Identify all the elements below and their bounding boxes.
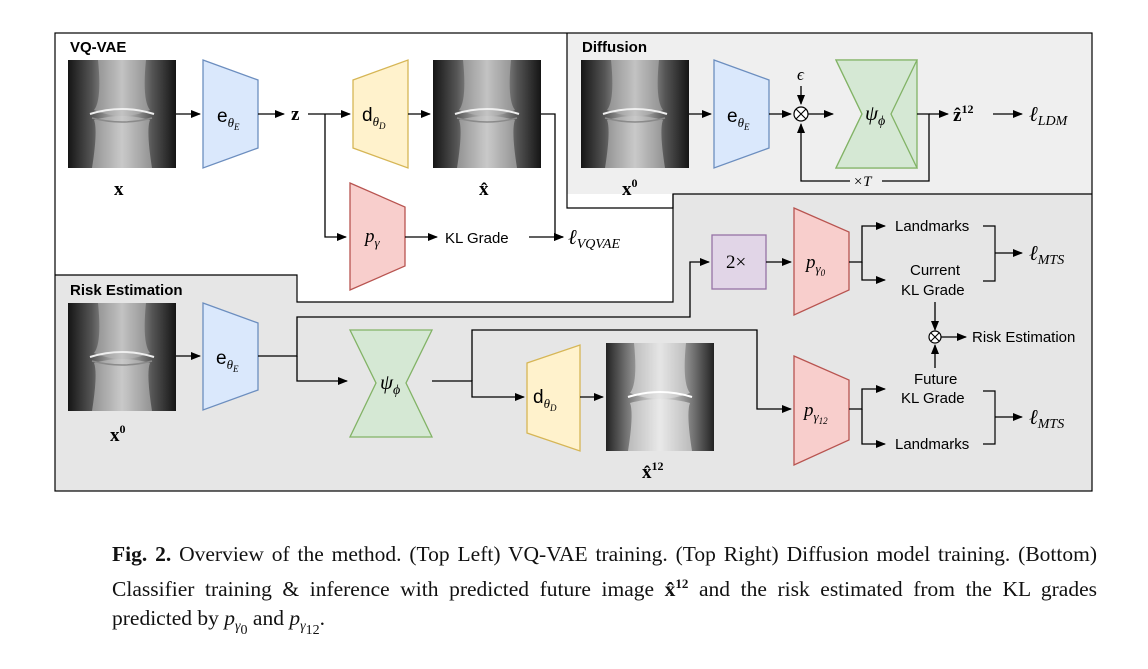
method-overview-diagram: VQ-VAE Diffusion Risk Estimation x eθE z… xyxy=(54,32,1093,492)
svg-text:pγ0: pγ0 xyxy=(804,252,826,278)
upsample-2x-block xyxy=(711,234,767,290)
classifier-p-gamma0 xyxy=(793,207,850,317)
svg-text:eθE: eθE xyxy=(217,106,240,132)
svg-text:ψϕ: ψϕ xyxy=(865,101,885,129)
current-kl-line1: Current xyxy=(910,262,961,279)
times-T-label: ×T xyxy=(853,174,873,190)
encoder-risk xyxy=(202,302,259,411)
var-x0-diffusion: x0 xyxy=(622,176,638,200)
outer-frame xyxy=(54,32,1093,492)
input-xray-x xyxy=(68,60,176,168)
caption-xhat: x̂ xyxy=(664,577,676,602)
loss-vqvae: ℓVQVAE xyxy=(568,225,620,252)
predicted-future-xray xyxy=(606,343,714,451)
input-xray-x0-diffusion xyxy=(581,60,689,168)
future-kl-line2: KL Grade xyxy=(901,390,965,407)
input-xray-x0-risk xyxy=(68,303,176,411)
svg-text:dθD: dθD xyxy=(362,105,386,131)
svg-text:ψϕ: ψϕ xyxy=(380,370,400,398)
encoder-vqvae xyxy=(202,59,259,169)
decoder-vqvae xyxy=(352,59,409,169)
var-x0-risk: x0 xyxy=(110,422,126,446)
decoder-label: d xyxy=(362,105,373,126)
var-z-hat-12: ẑ12 xyxy=(953,102,973,126)
loss-mts-top: ℓMTS xyxy=(1029,241,1064,268)
diagram-canvas: VQ-VAE Diffusion Risk Estimation x eθE z… xyxy=(54,32,1093,492)
caption-text-1: Overview of the method. (Top Left) VQ-VA… xyxy=(112,542,1098,602)
encoder-diffusion xyxy=(713,59,770,169)
landmarks-bottom-label: Landmarks xyxy=(895,436,969,453)
var-x-hat-12: x̂12 xyxy=(642,459,664,483)
denoiser-psi-risk xyxy=(348,329,434,438)
svg-text:eθE: eθE xyxy=(727,106,750,132)
risk-panel-border xyxy=(55,194,674,303)
svg-text:dθD: dθD xyxy=(533,387,557,413)
svg-text:pγ12: pγ12 xyxy=(802,400,828,426)
kl-grade-label: KL Grade xyxy=(445,230,509,247)
vqvae-panel-title: VQ-VAE xyxy=(70,39,126,56)
var-z: z xyxy=(291,104,300,125)
loss-mts-bottom: ℓMTS xyxy=(1029,405,1064,432)
risk-panel-title: Risk Estimation xyxy=(70,282,183,299)
svg-text:pγ: pγ xyxy=(363,226,381,250)
prior-p-gamma xyxy=(349,182,406,291)
caption-xhat-sup: 12 xyxy=(675,576,689,591)
caption-text-2: and the risk estimated from the KL grade… xyxy=(112,577,1097,631)
figure-caption: Fig. 2. Overview of the method. (Top Lef… xyxy=(112,542,1098,639)
current-kl-line2: KL Grade xyxy=(901,282,965,299)
classifier-p-gamma12 xyxy=(793,355,850,467)
loss-ldm: ℓLDM xyxy=(1029,102,1069,129)
upsample-label: 2× xyxy=(726,252,746,273)
epsilon-label: ϵ xyxy=(797,65,805,84)
encoder-label: e xyxy=(217,106,228,127)
future-kl-line1: Future xyxy=(914,371,957,388)
caption-fig-label: Fig. 2. xyxy=(112,542,172,566)
var-x-hat: x̂ xyxy=(479,179,489,200)
landmarks-top-label: Landmarks xyxy=(895,218,969,235)
svg-text:eθE: eθE xyxy=(216,348,239,374)
var-x: x xyxy=(114,179,124,200)
diffusion-panel-title: Diffusion xyxy=(582,39,647,56)
risk-estimation-output: Risk Estimation xyxy=(972,329,1075,346)
decoder-risk xyxy=(526,344,581,452)
reconstructed-xray xyxy=(433,60,541,168)
